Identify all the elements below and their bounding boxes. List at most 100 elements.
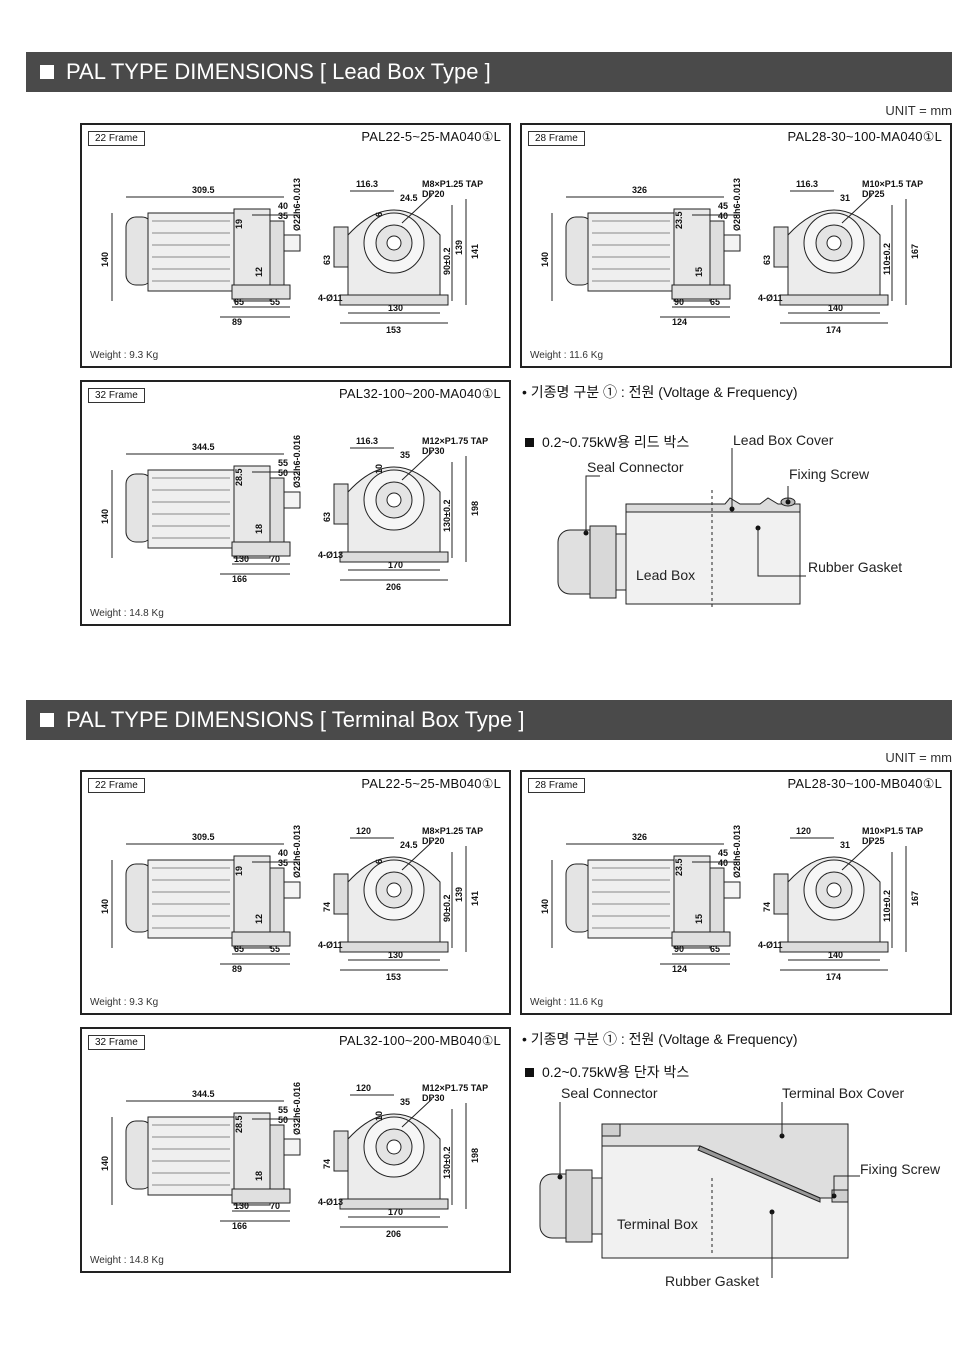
dim-shaft: Ø22h6-0.013 xyxy=(292,178,302,231)
dim-shaft: Ø22h6-0.013 xyxy=(292,825,302,878)
dim-g: 124 xyxy=(672,317,687,327)
dim-f: 70 xyxy=(270,554,280,564)
dim-g: 89 xyxy=(232,317,242,327)
weight-label: Weight : 9.3 Kg xyxy=(90,997,159,1008)
dim-d: 12 xyxy=(254,267,264,277)
dim-s: 24.5 xyxy=(400,840,418,850)
lead-box-cover-shape xyxy=(625,497,801,513)
dim-b: 35 xyxy=(278,858,288,868)
dim-tap: M12×P1.75 TAP xyxy=(422,436,488,446)
dim-z: 153 xyxy=(386,972,401,982)
label-lead-box-cover: Lead Box Cover xyxy=(733,432,834,448)
frame-tag: 28 Frame xyxy=(528,131,585,146)
dim-v: 130±0.2 xyxy=(442,1147,452,1179)
dim-c: 23.5 xyxy=(674,858,684,876)
dim-y: 170 xyxy=(388,560,403,570)
dim-t: 10 xyxy=(374,1111,384,1121)
dim-v: 90±0.2 xyxy=(442,248,452,275)
dim-s: 35 xyxy=(400,1097,410,1107)
dim-f: 65 xyxy=(710,944,720,954)
dim-c: 28.5 xyxy=(234,468,244,486)
frame-tag: 22 Frame xyxy=(88,131,145,146)
model-number: PAL32-100~200-MA040①L xyxy=(339,386,501,401)
section-title: PAL TYPE DIMENSIONS [ Terminal Box Type … xyxy=(66,707,525,732)
dim-g: 166 xyxy=(232,574,247,584)
dim-s: 31 xyxy=(840,840,850,850)
label-terminal-box: Terminal Box xyxy=(617,1216,698,1232)
terminal-box-illustration: Seal Connector Terminal Box Cover Fixing… xyxy=(539,1085,941,1289)
weight-label: Weight : 11.6 Kg xyxy=(530,997,604,1008)
dim-a: 40 xyxy=(278,201,288,211)
dim-t: 10 xyxy=(374,464,384,474)
dim-height: 140 xyxy=(100,252,110,267)
dim-z: 174 xyxy=(826,325,841,335)
dim-r: 120 xyxy=(356,1083,371,1093)
dim-g: 89 xyxy=(232,964,242,974)
motor-side-view xyxy=(125,465,301,559)
dim-dp: DP30 xyxy=(422,446,445,456)
model-number: PAL22-5~25-MB040①L xyxy=(361,776,501,791)
dim-v: 110±0.2 xyxy=(882,890,892,922)
section-header-lead: PAL TYPE DIMENSIONS [ Lead Box Type ] xyxy=(26,52,952,92)
dim-b: 50 xyxy=(278,1115,288,1125)
dim-c: 19 xyxy=(234,219,244,229)
dim-length: 344.5 xyxy=(192,1089,215,1099)
seal-connector-shape xyxy=(557,525,627,599)
dim-y: 130 xyxy=(388,303,403,313)
label-seal-connector: Seal Connector xyxy=(587,459,684,475)
square-bullet-icon xyxy=(525,1067,534,1077)
dim-length: 309.5 xyxy=(192,185,215,195)
dim-hole: 4-Ø11 xyxy=(318,940,343,950)
dim-s: 31 xyxy=(840,193,850,203)
dim-s: 24.5 xyxy=(400,193,418,203)
dim-x: 141 xyxy=(470,891,480,906)
dim-y: 130 xyxy=(388,950,403,960)
dim-y: 140 xyxy=(828,950,843,960)
dim-hole: 4-Ø11 xyxy=(318,293,343,303)
dim-r: 116.3 xyxy=(356,436,378,446)
model-number: PAL28-30~100-MB040①L xyxy=(787,776,942,791)
motor-side-view xyxy=(125,208,301,302)
weight-label: Weight : 14.8 Kg xyxy=(90,608,164,619)
dim-a: 55 xyxy=(278,1105,288,1115)
dim-a: 45 xyxy=(718,201,728,211)
dim-c: 28.5 xyxy=(234,1115,244,1133)
dim-length: 326 xyxy=(632,185,647,195)
dim-d: 18 xyxy=(254,524,264,534)
label-lead-box: Lead Box xyxy=(636,567,695,583)
dim-length: 344.5 xyxy=(192,442,215,452)
dim-t: 6 xyxy=(374,212,384,217)
dim-x: 141 xyxy=(470,244,480,259)
dim-height: 140 xyxy=(100,1156,110,1171)
motor-side-view xyxy=(565,208,741,302)
label-fixing-screw: Fixing Screw xyxy=(789,466,870,482)
motor-side-view xyxy=(125,1112,301,1206)
lead-box-illustration: Lead Box Cover Seal Connector Fixing Scr… xyxy=(557,432,902,610)
dim-height: 140 xyxy=(100,899,110,914)
dim-z: 206 xyxy=(386,582,401,592)
dim-tap: M8×P1.25 TAP xyxy=(422,179,483,189)
weight-label: Weight : 9.3 Kg xyxy=(90,350,159,361)
dim-f: 55 xyxy=(270,944,280,954)
dim-hole: 4-Ø11 xyxy=(758,940,783,950)
frame-tag: 32 Frame xyxy=(88,388,145,403)
dim-u: 63 xyxy=(322,255,332,265)
dim-b: 40 xyxy=(718,211,728,221)
dim-z: 153 xyxy=(386,325,401,335)
dim-d: 15 xyxy=(694,267,704,277)
dim-dp: DP25 xyxy=(862,189,885,199)
unit-label: UNIT = mm xyxy=(885,750,952,765)
dim-r: 120 xyxy=(356,826,371,836)
label-rubber-gasket: Rubber Gasket xyxy=(665,1273,759,1289)
section-title: PAL TYPE DIMENSIONS [ Lead Box Type ] xyxy=(66,59,491,84)
dim-f: 55 xyxy=(270,297,280,307)
dim-u: 63 xyxy=(762,255,772,265)
dim-r: 116.3 xyxy=(356,179,378,189)
dim-e: 65 xyxy=(234,297,244,307)
dim-tap: M8×P1.25 TAP xyxy=(422,826,483,836)
